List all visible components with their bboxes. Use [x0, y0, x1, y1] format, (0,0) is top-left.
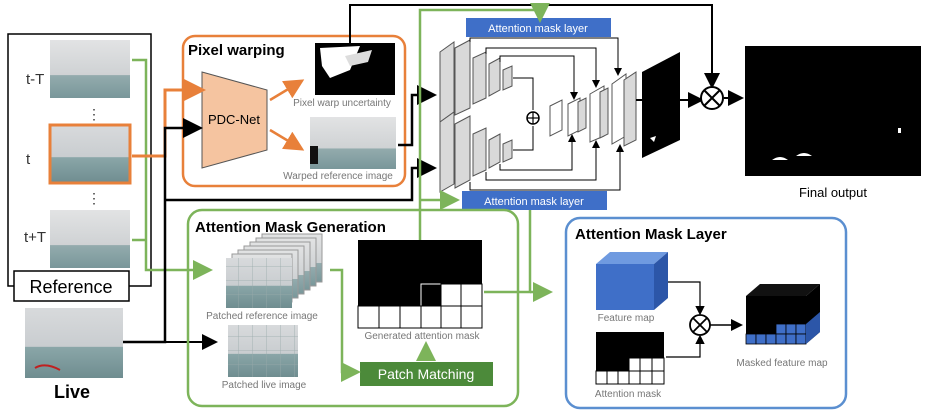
live-image	[25, 308, 123, 378]
attention-mask-small	[595, 332, 665, 385]
reference-box	[13, 270, 130, 302]
label-t-minus-T: t-T	[26, 71, 44, 88]
generated-mask-label: Generated attention mask	[364, 331, 480, 342]
frame-image-t-minus-T	[50, 40, 130, 98]
label-t: t	[26, 151, 31, 168]
attention-mask-generation-title: Attention Mask Generation	[195, 219, 386, 236]
patched-reference-stack	[226, 233, 323, 308]
feature-map-label: Feature map	[598, 313, 655, 324]
final-output-label: Final output	[799, 185, 867, 200]
network-output-mask	[642, 52, 680, 158]
patched-live-label: Patched live image	[222, 380, 307, 391]
decoder	[549, 73, 627, 145]
label-dots-top: ⋮	[87, 106, 101, 122]
warped-reference-image	[310, 117, 396, 169]
pdc-net-label: PDC-Net	[208, 112, 260, 127]
reference-label: Reference	[29, 277, 112, 297]
pixel-warping-title: Pixel warping	[188, 42, 285, 59]
frame-image-t	[48, 123, 132, 185]
attention-mask-label: Attention mask	[595, 389, 662, 400]
generated-attention-mask	[357, 240, 483, 329]
uncertainty-label: Pixel warp uncertainty	[293, 98, 391, 109]
bottom-encoder	[439, 111, 513, 193]
top-encoder	[439, 39, 513, 123]
masked-feature-map-label: Masked feature map	[736, 358, 828, 369]
top-attention-mask-layer	[466, 18, 611, 37]
label-dots-bottom: ⋮	[87, 190, 101, 206]
patch-matching-block	[360, 362, 493, 386]
bottom-attention-mask-layer-label: Attention mask layer	[484, 196, 584, 208]
final-output-image	[745, 46, 921, 176]
attention-mask-generation-panel	[186, 208, 520, 408]
masked-feature-map-cube	[745, 284, 820, 345]
live-label: Live	[54, 382, 90, 402]
attention-mask-layer-panel	[564, 216, 848, 410]
feature-map-cube	[596, 252, 668, 310]
patch-matching-label: Patch Matching	[378, 366, 475, 382]
pixel-warping-panel	[181, 34, 407, 188]
attention-mask-layer-title: Attention Mask Layer	[575, 226, 727, 243]
top-attention-mask-layer-label: Attention mask layer	[488, 23, 588, 35]
bottom-attention-mask-layer	[462, 191, 607, 210]
warped-reference-label: Warped reference image	[283, 171, 393, 182]
frame-image-t-plus-T	[50, 210, 130, 268]
label-t-plus-T: t+T	[24, 229, 46, 246]
patched-reference-label: Patched reference image	[206, 311, 318, 322]
